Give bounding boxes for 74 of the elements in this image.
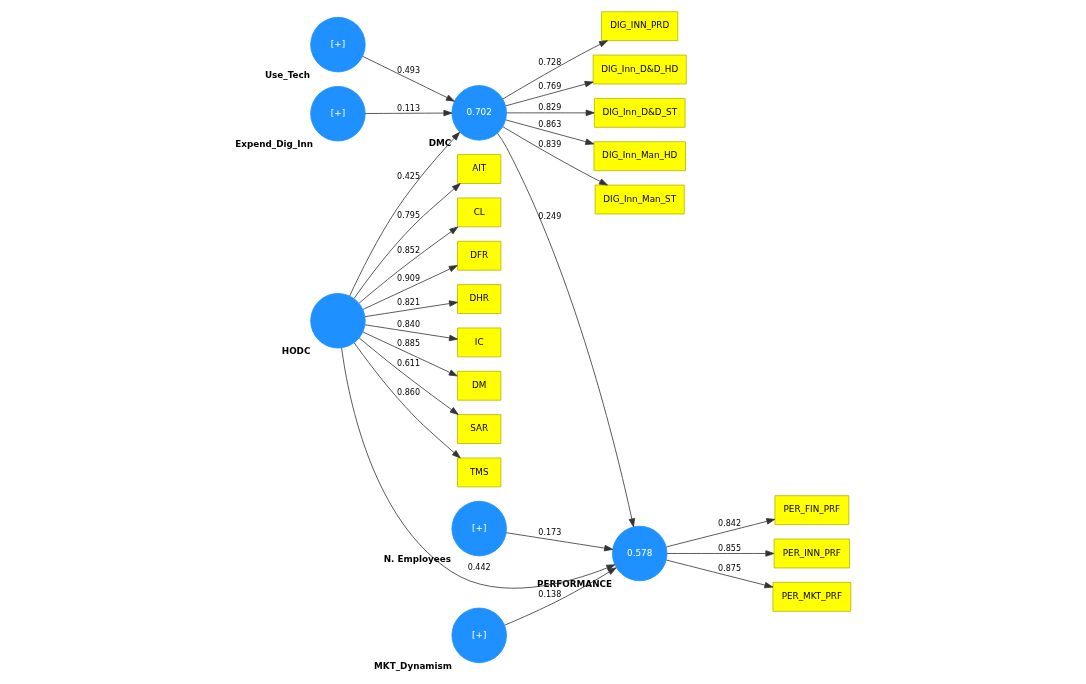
arrow bbox=[497, 132, 635, 528]
node-label: Expend_Dig_Inn bbox=[235, 139, 314, 150]
node-label: N. Employees bbox=[383, 554, 452, 565]
node-circle: [+] bbox=[310, 85, 366, 142]
node-box: PER_INN_PRF bbox=[773, 538, 850, 569]
node-box: SAR bbox=[457, 414, 502, 444]
node-circle bbox=[310, 293, 366, 349]
node-box: PER_MKT_PRF bbox=[772, 581, 852, 612]
node-box: DHR bbox=[457, 284, 502, 314]
edge-label: 0.829 bbox=[538, 103, 562, 113]
edge-label: 0.769 bbox=[538, 81, 562, 91]
node-box: IC bbox=[457, 327, 502, 358]
arrow bbox=[666, 559, 774, 589]
edge-label: 0.875 bbox=[718, 564, 742, 574]
arrow bbox=[666, 518, 776, 548]
arrow bbox=[502, 126, 608, 186]
edge-label: 0.113 bbox=[397, 104, 421, 114]
arrow bbox=[349, 131, 460, 297]
arrow bbox=[364, 300, 458, 318]
node-box: DIG_Inn_D&D_HD bbox=[592, 54, 687, 85]
arrow bbox=[353, 342, 461, 459]
arrow bbox=[341, 347, 616, 589]
arrow bbox=[364, 324, 458, 342]
node-circle: 0.578 bbox=[612, 525, 668, 582]
node-circle: [+] bbox=[310, 16, 366, 73]
edge-label: 0.855 bbox=[718, 544, 742, 554]
arrow bbox=[362, 265, 458, 310]
node-box: PER_FIN_PRF bbox=[774, 495, 850, 525]
edge-label: 0.860 bbox=[397, 388, 421, 398]
node-box: DM bbox=[457, 370, 502, 401]
edge-label: 0.852 bbox=[397, 245, 421, 255]
edge-label: 0.611 bbox=[397, 359, 421, 369]
arrow bbox=[358, 337, 459, 415]
edge-label: 0.138 bbox=[538, 589, 562, 599]
edge-label: 0.493 bbox=[397, 65, 421, 75]
arrow bbox=[364, 109, 453, 117]
node-label: Use_Tech bbox=[264, 70, 311, 81]
node-box: AIT bbox=[457, 154, 502, 184]
node-box: DIG_Inn_D&D_ST bbox=[593, 98, 686, 128]
arrow bbox=[666, 550, 775, 557]
node-label: MKT_Dynamism bbox=[374, 660, 452, 671]
arrow bbox=[362, 55, 455, 102]
edge-label: 0.249 bbox=[538, 211, 562, 221]
edge-label: 0.839 bbox=[538, 139, 562, 149]
edge-label: 0.728 bbox=[538, 57, 562, 67]
node-box: CL bbox=[457, 197, 502, 228]
edge-label: 0.909 bbox=[397, 274, 421, 284]
node-label: DMC bbox=[428, 138, 452, 149]
node-box: DIG_Inn_Man_ST bbox=[594, 184, 685, 215]
arrow bbox=[502, 40, 608, 100]
edge-label: 0.795 bbox=[397, 211, 421, 220]
node-box: DIG_Inn_Man_HD bbox=[593, 141, 686, 172]
node-circle: [+] bbox=[451, 607, 507, 664]
edge-label: 0.885 bbox=[397, 339, 421, 349]
arrow bbox=[358, 226, 459, 304]
node-box: DFR bbox=[457, 240, 502, 271]
arrow bbox=[505, 81, 594, 107]
arrow bbox=[362, 331, 458, 377]
arrow bbox=[353, 183, 461, 299]
arrow bbox=[505, 119, 595, 145]
arrow bbox=[505, 532, 614, 552]
arrow bbox=[506, 109, 595, 117]
arrow bbox=[504, 567, 617, 626]
node-box: DIG_INN_PRD bbox=[601, 11, 679, 42]
edge-label: 0.863 bbox=[538, 120, 562, 130]
node-circle: [+] bbox=[451, 500, 507, 557]
node-box: TMS bbox=[457, 457, 502, 488]
edge-label: 0.425 bbox=[397, 171, 421, 181]
edge-label: 0.840 bbox=[397, 320, 421, 330]
edge-label: 0.842 bbox=[718, 519, 742, 529]
node-label: HODC bbox=[281, 346, 311, 357]
edge-label: 0.442 bbox=[467, 562, 491, 572]
edge-label: 0.821 bbox=[397, 298, 421, 308]
edge-label: 0.173 bbox=[538, 528, 562, 538]
